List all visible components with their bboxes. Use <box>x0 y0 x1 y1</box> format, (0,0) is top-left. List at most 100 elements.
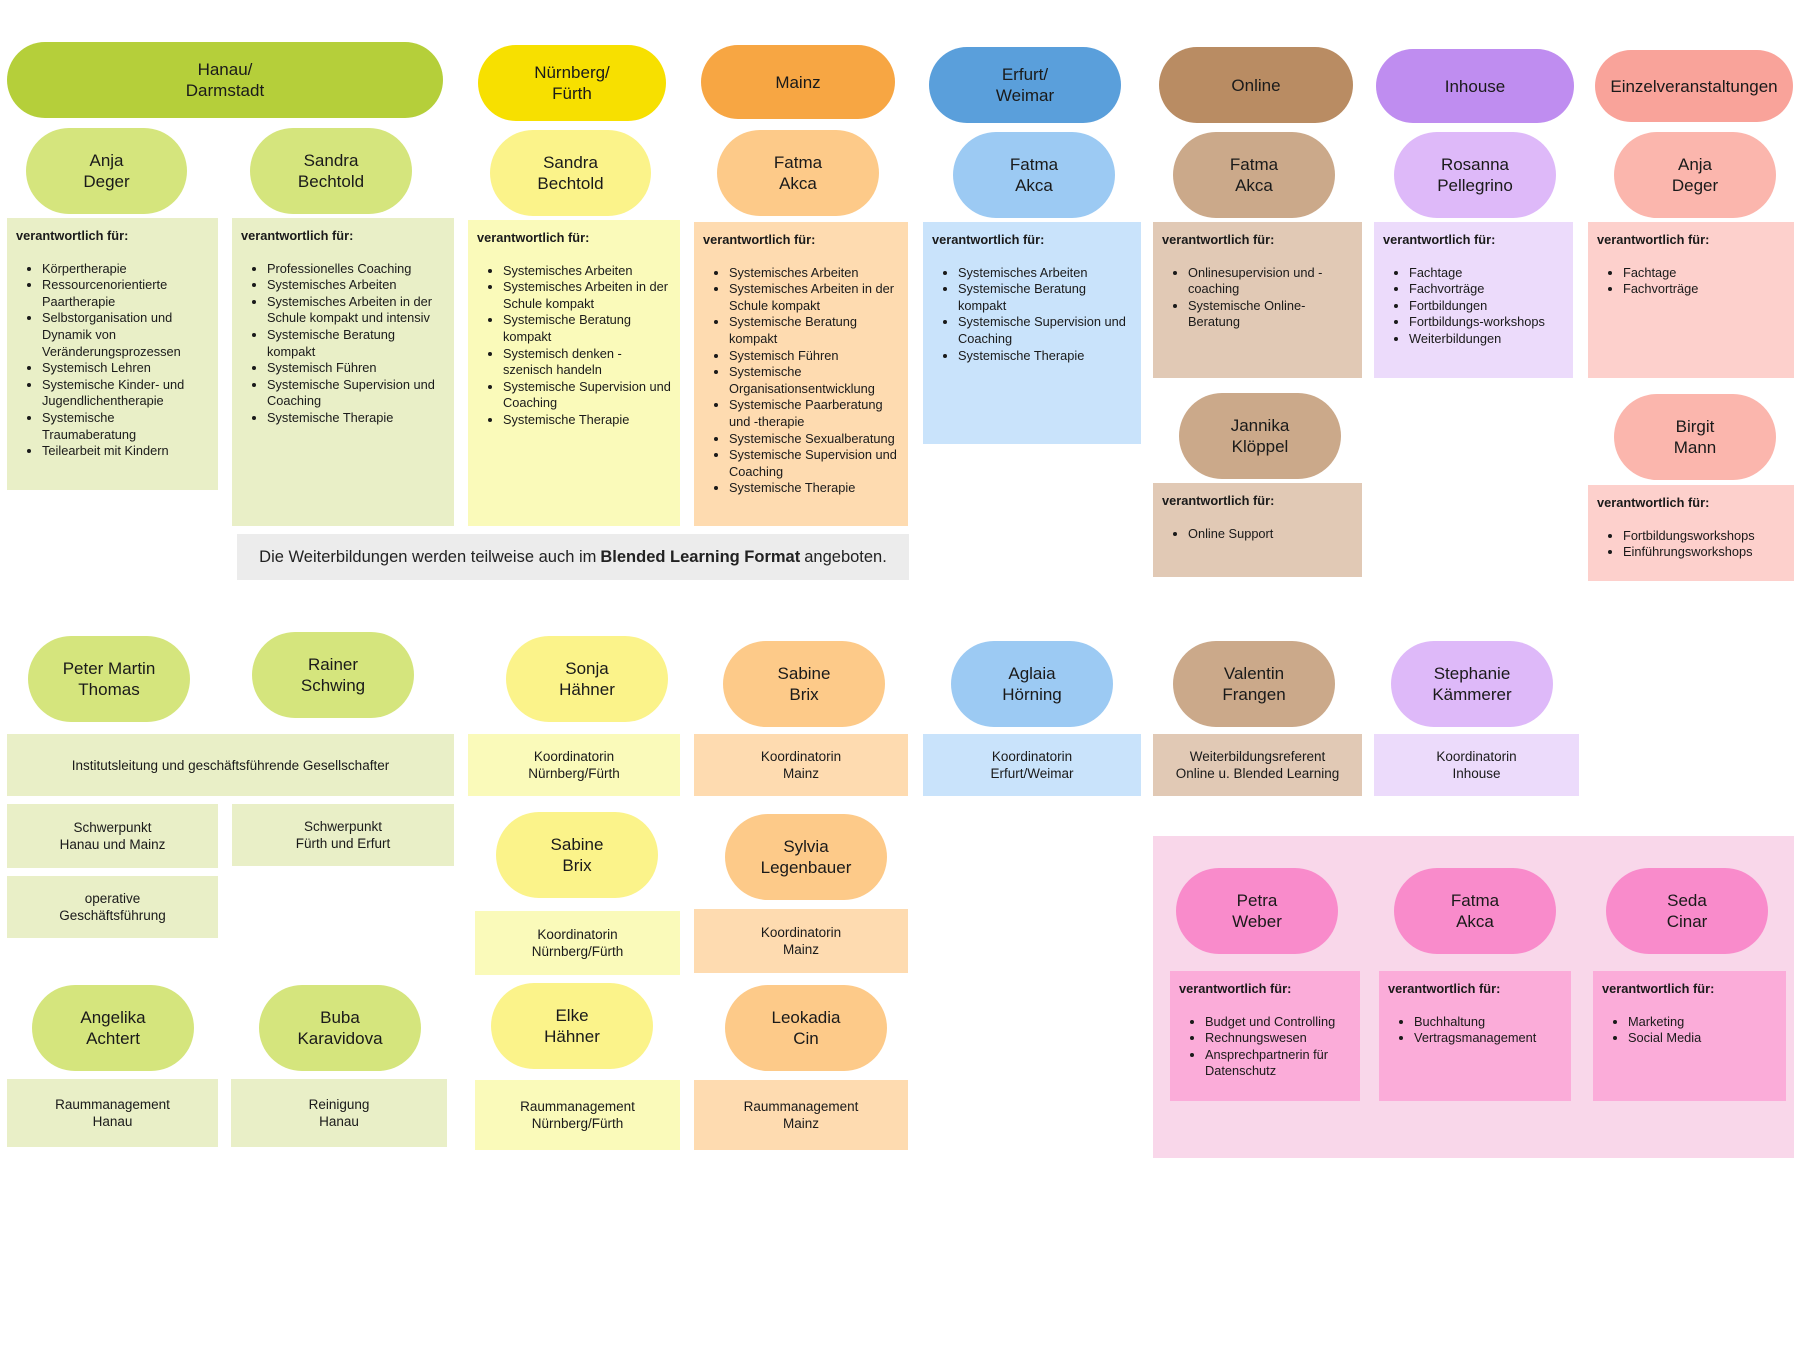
note-text-pre: Die Weiterbildungen werden teilweise auc… <box>259 547 597 566</box>
list-item: Systemisches Arbeiten in der Schule komp… <box>729 281 899 314</box>
resp-box-birgit-mann: verantwortlich für: Fortbildungsworkshop… <box>1588 485 1794 581</box>
resp-list: Budget und Controlling Rechnungswesen An… <box>1179 1014 1351 1080</box>
list-item: Vertragsmanagement <box>1414 1030 1562 1047</box>
list-item: Systemische Beratung kompakt <box>729 314 899 347</box>
resp-list: Systemisches Arbeiten Systemisches Arbei… <box>703 265 899 497</box>
list-item: Social Media <box>1628 1030 1777 1047</box>
list-item: Systemische Kinder- und Jugendlichenther… <box>42 377 209 410</box>
person-stephanie-kaemmerer: Stephanie Kämmerer <box>1391 641 1553 727</box>
list-item: Systemische Traumaberatung <box>42 410 209 443</box>
role-koordinatorin-sonja: Koordinatorin Nürnberg/Fürth <box>468 734 680 796</box>
list-item: Systemische Online-Beratung <box>1188 298 1353 331</box>
role-schwerpunkt-hanau-mainz: Schwerpunkt Hanau und Mainz <box>7 804 218 868</box>
list-item: Fachvorträge <box>1623 281 1785 298</box>
person-aglaia-hoerning: Aglaia Hörning <box>951 641 1113 727</box>
person-angelika-achtert: Angelika Achtert <box>32 985 194 1071</box>
note-text-post: angeboten. <box>804 547 887 566</box>
list-item: Onlinesupervision und -coaching <box>1188 265 1353 298</box>
list-item: Systemisch denken - szenisch handeln <box>503 346 671 379</box>
note-text-bold: Blended Learning Format <box>600 547 801 566</box>
list-item: Systemisches Arbeiten <box>503 263 671 280</box>
role-weiterbildungsreferent-valentin: Weiterbildungsreferent Online u. Blended… <box>1153 734 1362 796</box>
resp-label: verantwortlich für: <box>1388 981 1501 996</box>
list-item: Systemisches Arbeiten in der Schule komp… <box>503 279 671 312</box>
person-buba-karavidova: Buba Karavidova <box>259 985 421 1071</box>
list-item: Systemische Beratung kompakt <box>267 327 445 360</box>
resp-label: verantwortlich für: <box>932 232 1045 247</box>
list-item: Systemische Therapie <box>267 410 445 427</box>
person-fatma-akca-online: Fatma Akca <box>1173 132 1335 218</box>
resp-box-sandra-bechtold-nuernberg: verantwortlich für: Systemisches Arbeite… <box>468 220 680 526</box>
list-item: Systemisches Arbeiten <box>267 277 445 294</box>
person-sandra-bechtold-nuernberg: Sandra Bechtold <box>490 130 651 216</box>
person-sabine-brix-mainz: Sabine Brix <box>723 641 885 727</box>
resp-list: Systemisches Arbeiten Systemisches Arbei… <box>477 263 671 429</box>
role-operative-geschaeftsfuehrung: operative Geschäftsführung <box>7 876 218 938</box>
list-item: Systemisches Arbeiten in der Schule komp… <box>267 294 445 327</box>
resp-box-anja-deger-einzel: verantwortlich für: Fachtage Fachvorträg… <box>1588 222 1794 378</box>
list-item: Systemische Therapie <box>729 480 899 497</box>
list-item: Systemische Therapie <box>958 348 1132 365</box>
resp-label: verantwortlich für: <box>1597 232 1710 247</box>
role-koordinatorin-aglaia: Koordinatorin Erfurt/Weimar <box>923 734 1141 796</box>
resp-list: Onlinesupervision und -coaching Systemis… <box>1162 265 1353 331</box>
person-sonja-haehner: Sonja Hähner <box>506 636 668 722</box>
list-item: Systemische Paarberatung und -therapie <box>729 397 899 430</box>
resp-list: Systemisches Arbeiten Systemische Beratu… <box>932 265 1132 365</box>
list-item: Körpertherapie <box>42 261 209 278</box>
person-valentin-frangen: Valentin Frangen <box>1173 641 1335 727</box>
person-fatma-akca-erfurt: Fatma Akca <box>953 132 1115 218</box>
resp-box-fatma-akca-online: verantwortlich für: Onlinesupervision un… <box>1153 222 1362 378</box>
role-raummanagement-leokadia: Raummanagement Mainz <box>694 1080 908 1150</box>
list-item: Systemische Supervision und Coaching <box>729 447 899 480</box>
resp-label: verantwortlich für: <box>16 228 129 243</box>
resp-box-jannika-kloeppel: verantwortlich für: Online Support <box>1153 483 1362 577</box>
person-anja-deger-einzel: Anja Deger <box>1614 132 1776 218</box>
role-koordinatorin-sabine-mainz: Koordinatorin Mainz <box>694 734 908 796</box>
list-item: Systemische Therapie <box>503 412 671 429</box>
list-item: Fortbildungsworkshops <box>1623 528 1785 545</box>
resp-label: verantwortlich für: <box>1162 232 1275 247</box>
resp-label: verantwortlich für: <box>1162 493 1275 508</box>
role-institutsleitung: Institutsleitung und geschäftsführende G… <box>7 734 454 796</box>
list-item: Systemisch Führen <box>729 348 899 365</box>
header-inhouse: Inhouse <box>1376 49 1574 123</box>
resp-label: verantwortlich für: <box>241 228 354 243</box>
resp-box-fatma-akca-mainz: verantwortlich für: Systemisches Arbeite… <box>694 222 908 526</box>
person-fatma-akca-admin: Fatma Akca <box>1394 868 1556 954</box>
list-item: Budget und Controlling <box>1205 1014 1351 1031</box>
person-anja-deger-hanau: Anja Deger <box>26 128 187 214</box>
person-sabine-brix-nuernberg: Sabine Brix <box>496 812 658 898</box>
resp-box-seda-cinar: verantwortlich für: Marketing Social Med… <box>1593 971 1786 1101</box>
role-koordinatorin-sabine-nuernberg: Koordinatorin Nürnberg/Fürth <box>475 911 680 975</box>
list-item: Fachtage <box>1623 265 1785 282</box>
list-item: Weiterbildungen <box>1409 331 1564 348</box>
list-item: Fortbildungs-workshops <box>1409 314 1564 331</box>
resp-label: verantwortlich für: <box>1597 495 1710 510</box>
list-item: Online Support <box>1188 526 1353 543</box>
list-item: Fachvorträge <box>1409 281 1564 298</box>
role-koordinatorin-stephanie: Koordinatorin Inhouse <box>1374 734 1579 796</box>
header-nuernberg-fuerth: Nürnberg/ Fürth <box>478 45 666 121</box>
role-raummanagement-elke: Raummanagement Nürnberg/Fürth <box>475 1080 680 1150</box>
list-item: Ressourcenorientierte Paartherapie <box>42 277 209 310</box>
resp-label: verantwortlich für: <box>1602 981 1715 996</box>
list-item: Einführungsworkshops <box>1623 544 1785 561</box>
resp-label: verantwortlich für: <box>1179 981 1292 996</box>
resp-box-anja-deger-hanau: verantwortlich für: Körpertherapie Resso… <box>7 218 218 490</box>
person-elke-haehner: Elke Hähner <box>491 983 653 1069</box>
role-reinigung-buba: Reinigung Hanau <box>231 1079 447 1147</box>
resp-list: Professionelles Coaching Systemisches Ar… <box>241 261 445 427</box>
list-item: Systemische Beratung kompakt <box>503 312 671 345</box>
resp-list: Marketing Social Media <box>1602 1014 1777 1047</box>
resp-list: Fachtage Fachvorträge Fortbildungen Fort… <box>1383 265 1564 348</box>
resp-box-petra-weber: verantwortlich für: Budget und Controlli… <box>1170 971 1360 1101</box>
person-seda-cinar: Seda Cinar <box>1606 868 1768 954</box>
role-raummanagement-angelika: Raummanagement Hanau <box>7 1079 218 1147</box>
list-item: Professionelles Coaching <box>267 261 445 278</box>
header-hanau-darmstadt: Hanau/ Darmstadt <box>7 42 443 118</box>
blended-learning-note: Die Weiterbildungen werden teilweise auc… <box>237 534 909 580</box>
list-item: Systemisch Lehren <box>42 360 209 377</box>
resp-box-sandra-bechtold-hanau: verantwortlich für: Professionelles Coac… <box>232 218 454 526</box>
role-schwerpunkt-fuerth-erfurt: Schwerpunkt Fürth und Erfurt <box>232 804 454 866</box>
